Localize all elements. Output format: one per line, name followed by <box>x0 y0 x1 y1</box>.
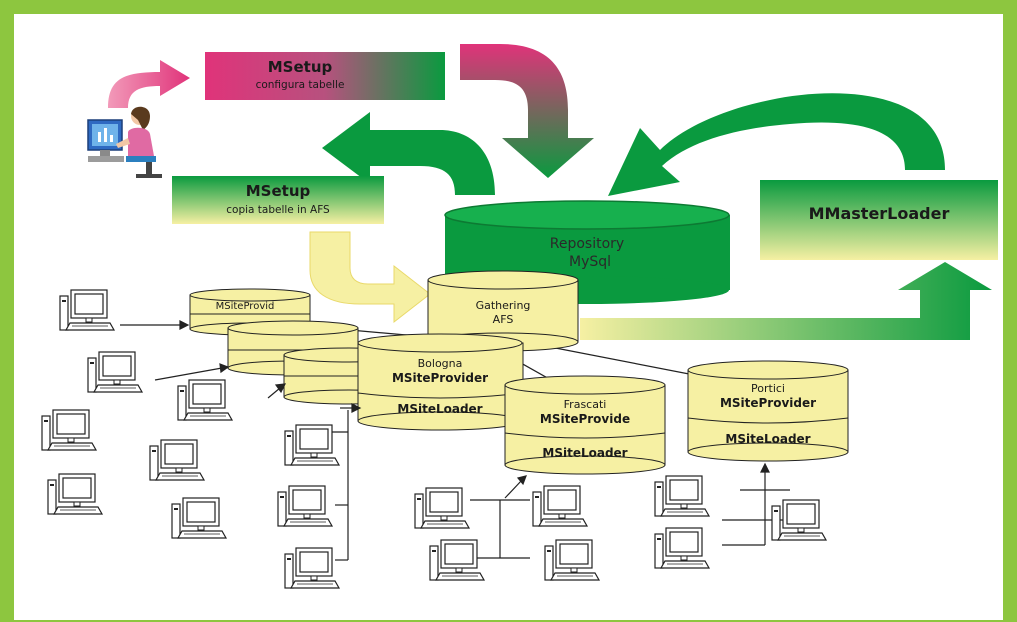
mmasterloader-box: MMasterLoader <box>760 180 998 260</box>
computer-terminal-icon <box>171 497 227 539</box>
computer-terminal-icon <box>429 539 485 581</box>
client-arrows <box>120 320 790 561</box>
computer-terminal-icon <box>47 473 103 515</box>
computer-terminal-icon <box>59 289 115 331</box>
bologna-loader: MSiteLoader <box>397 402 482 416</box>
arrow-setup-to-gathering <box>309 231 431 324</box>
bologna-site-cylinder: Bologna MSiteProvider MSiteLoader <box>357 333 524 431</box>
curved-arrow-master-to-repository <box>608 93 945 196</box>
msetup-copy-title: MSetup <box>246 182 311 200</box>
portici-loader: MSiteLoader <box>725 432 810 446</box>
msiteprovid-label: MSiteProvid <box>216 301 275 312</box>
mmasterloader-title: MMasterLoader <box>809 204 950 223</box>
msetup-configure-box: MSetup configura tabelle <box>205 52 445 100</box>
arrow-gathering-to-master <box>580 262 992 340</box>
computer-terminal-icon <box>87 351 143 393</box>
msetup-configure-subtitle: configura tabelle <box>256 79 345 91</box>
portici-provider: MSiteProvider <box>720 396 816 410</box>
computer-terminal-icon <box>654 527 710 569</box>
computer-terminal-icon <box>284 424 340 466</box>
computer-terminal-icon <box>41 409 97 451</box>
computer-terminal-icon <box>654 475 710 517</box>
frascati-loader: MSiteLoader <box>542 446 627 460</box>
user-arrow <box>108 60 190 108</box>
computer-terminal-icon <box>284 547 340 589</box>
portici-site-cylinder: Portici MSiteProvider MSiteLoader <box>687 360 849 462</box>
computer-terminal-icon <box>149 439 205 481</box>
computer-terminal-icon <box>532 485 588 527</box>
computer-terminal-icon <box>277 485 333 527</box>
computer-terminal-icon <box>544 539 600 581</box>
computer-terminal-icon <box>771 499 827 541</box>
user-at-computer-icon <box>87 106 162 178</box>
repository-engine-label: MySql <box>569 254 611 270</box>
portici-name: Portici <box>751 382 785 395</box>
msetup-configure-title: MSetup <box>268 58 333 76</box>
gathering-label: Gathering <box>476 299 531 312</box>
bologna-provider: MSiteProvider <box>392 371 488 385</box>
msetup-copy-box: MSetup copia tabelle in AFS <box>172 176 384 224</box>
bologna-name: Bologna <box>418 357 463 370</box>
gathering-afs-cylinder: Gathering AFS <box>427 270 579 352</box>
frascati-site-cylinder: Frascati MSiteProvide MSiteLoader <box>504 375 666 475</box>
curved-arrow-repository-to-setup <box>322 112 495 195</box>
repository-label: Repository <box>550 236 624 252</box>
computer-terminal-icon <box>414 487 470 529</box>
gathering-afs-label: AFS <box>493 313 514 326</box>
computer-terminal-icon <box>177 379 233 421</box>
msetup-copy-subtitle: copia tabelle in AFS <box>226 204 330 216</box>
curved-arrow-setup-to-repository <box>460 44 594 178</box>
frascati-name: Frascati <box>564 398 607 411</box>
frascati-provider: MSiteProvide <box>540 412 630 426</box>
